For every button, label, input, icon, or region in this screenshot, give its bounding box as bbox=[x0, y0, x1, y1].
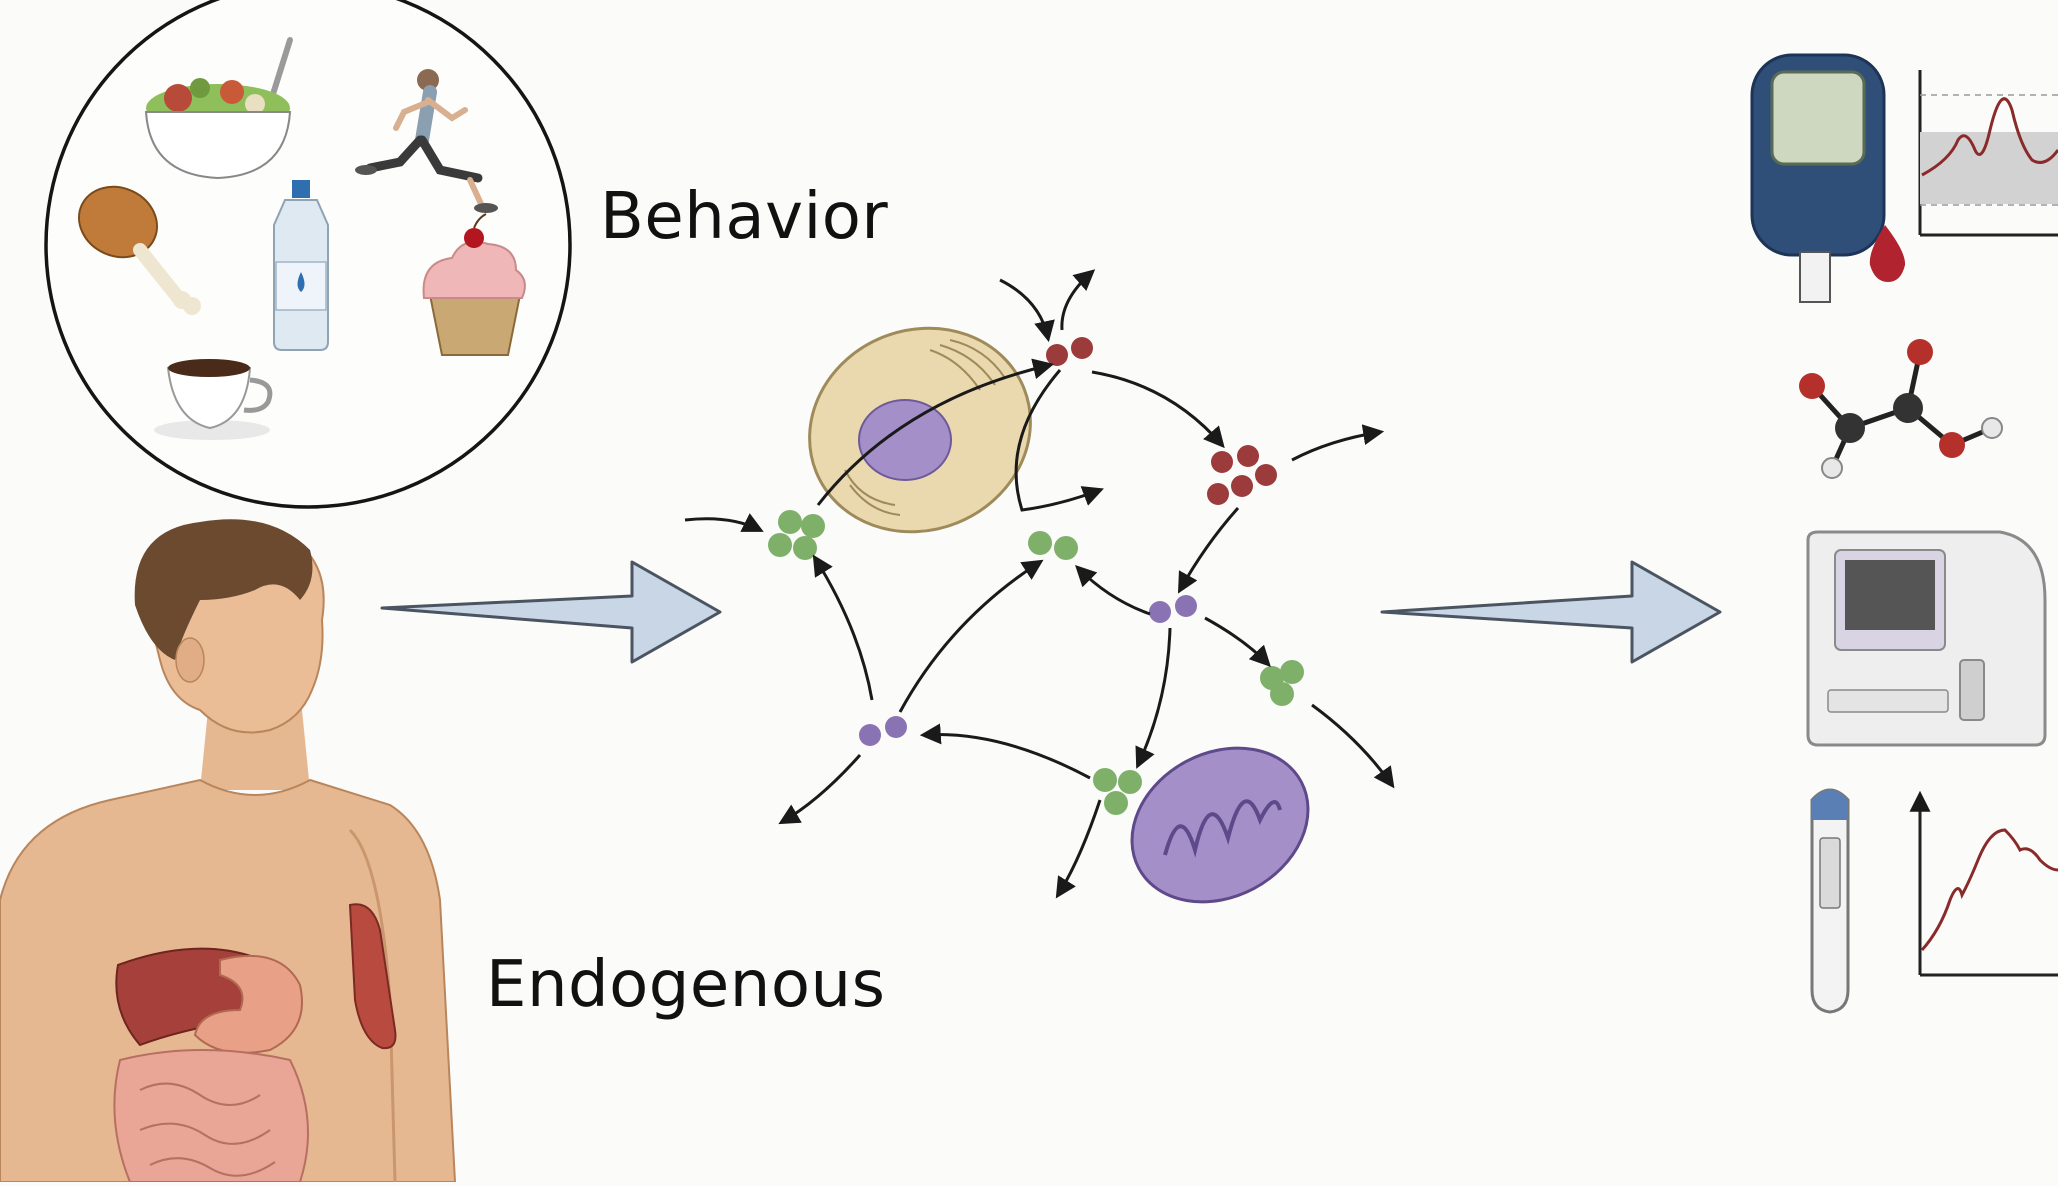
output-arrow bbox=[1380, 560, 1722, 664]
measurement-panel bbox=[1750, 53, 2058, 1014]
water-bottle-icon bbox=[273, 180, 329, 351]
mitochondrion-icon bbox=[1130, 746, 1310, 904]
glucose-meter-icon bbox=[1750, 53, 1886, 303]
human-torso-icon bbox=[0, 519, 457, 1183]
animal-cell-icon bbox=[808, 326, 1032, 534]
curved-arrow-icon bbox=[684, 269, 1395, 899]
behavior-label: Behavior bbox=[600, 180, 889, 254]
salad-bowl-icon bbox=[144, 37, 293, 180]
molecule-cluster-icon bbox=[768, 337, 1304, 815]
coffee-cup-icon bbox=[154, 359, 273, 440]
endogenous-label: Endogenous bbox=[486, 948, 886, 1022]
lab-analyzer-icon bbox=[1806, 530, 2047, 747]
chicken-leg-icon bbox=[78, 185, 201, 315]
blood-drop-icon bbox=[1869, 225, 1906, 282]
molecule-model-icon bbox=[1799, 339, 2003, 479]
thermometer-icon bbox=[1810, 788, 1850, 1014]
metabolic-network bbox=[684, 269, 1395, 904]
temperature-curve-chart-icon bbox=[1909, 790, 2058, 977]
glucose-trace-chart-icon bbox=[1918, 70, 2058, 237]
behavior-circle bbox=[44, 0, 572, 509]
runner-icon bbox=[355, 69, 498, 213]
input-arrow bbox=[380, 560, 722, 664]
cupcake-icon bbox=[422, 213, 526, 356]
